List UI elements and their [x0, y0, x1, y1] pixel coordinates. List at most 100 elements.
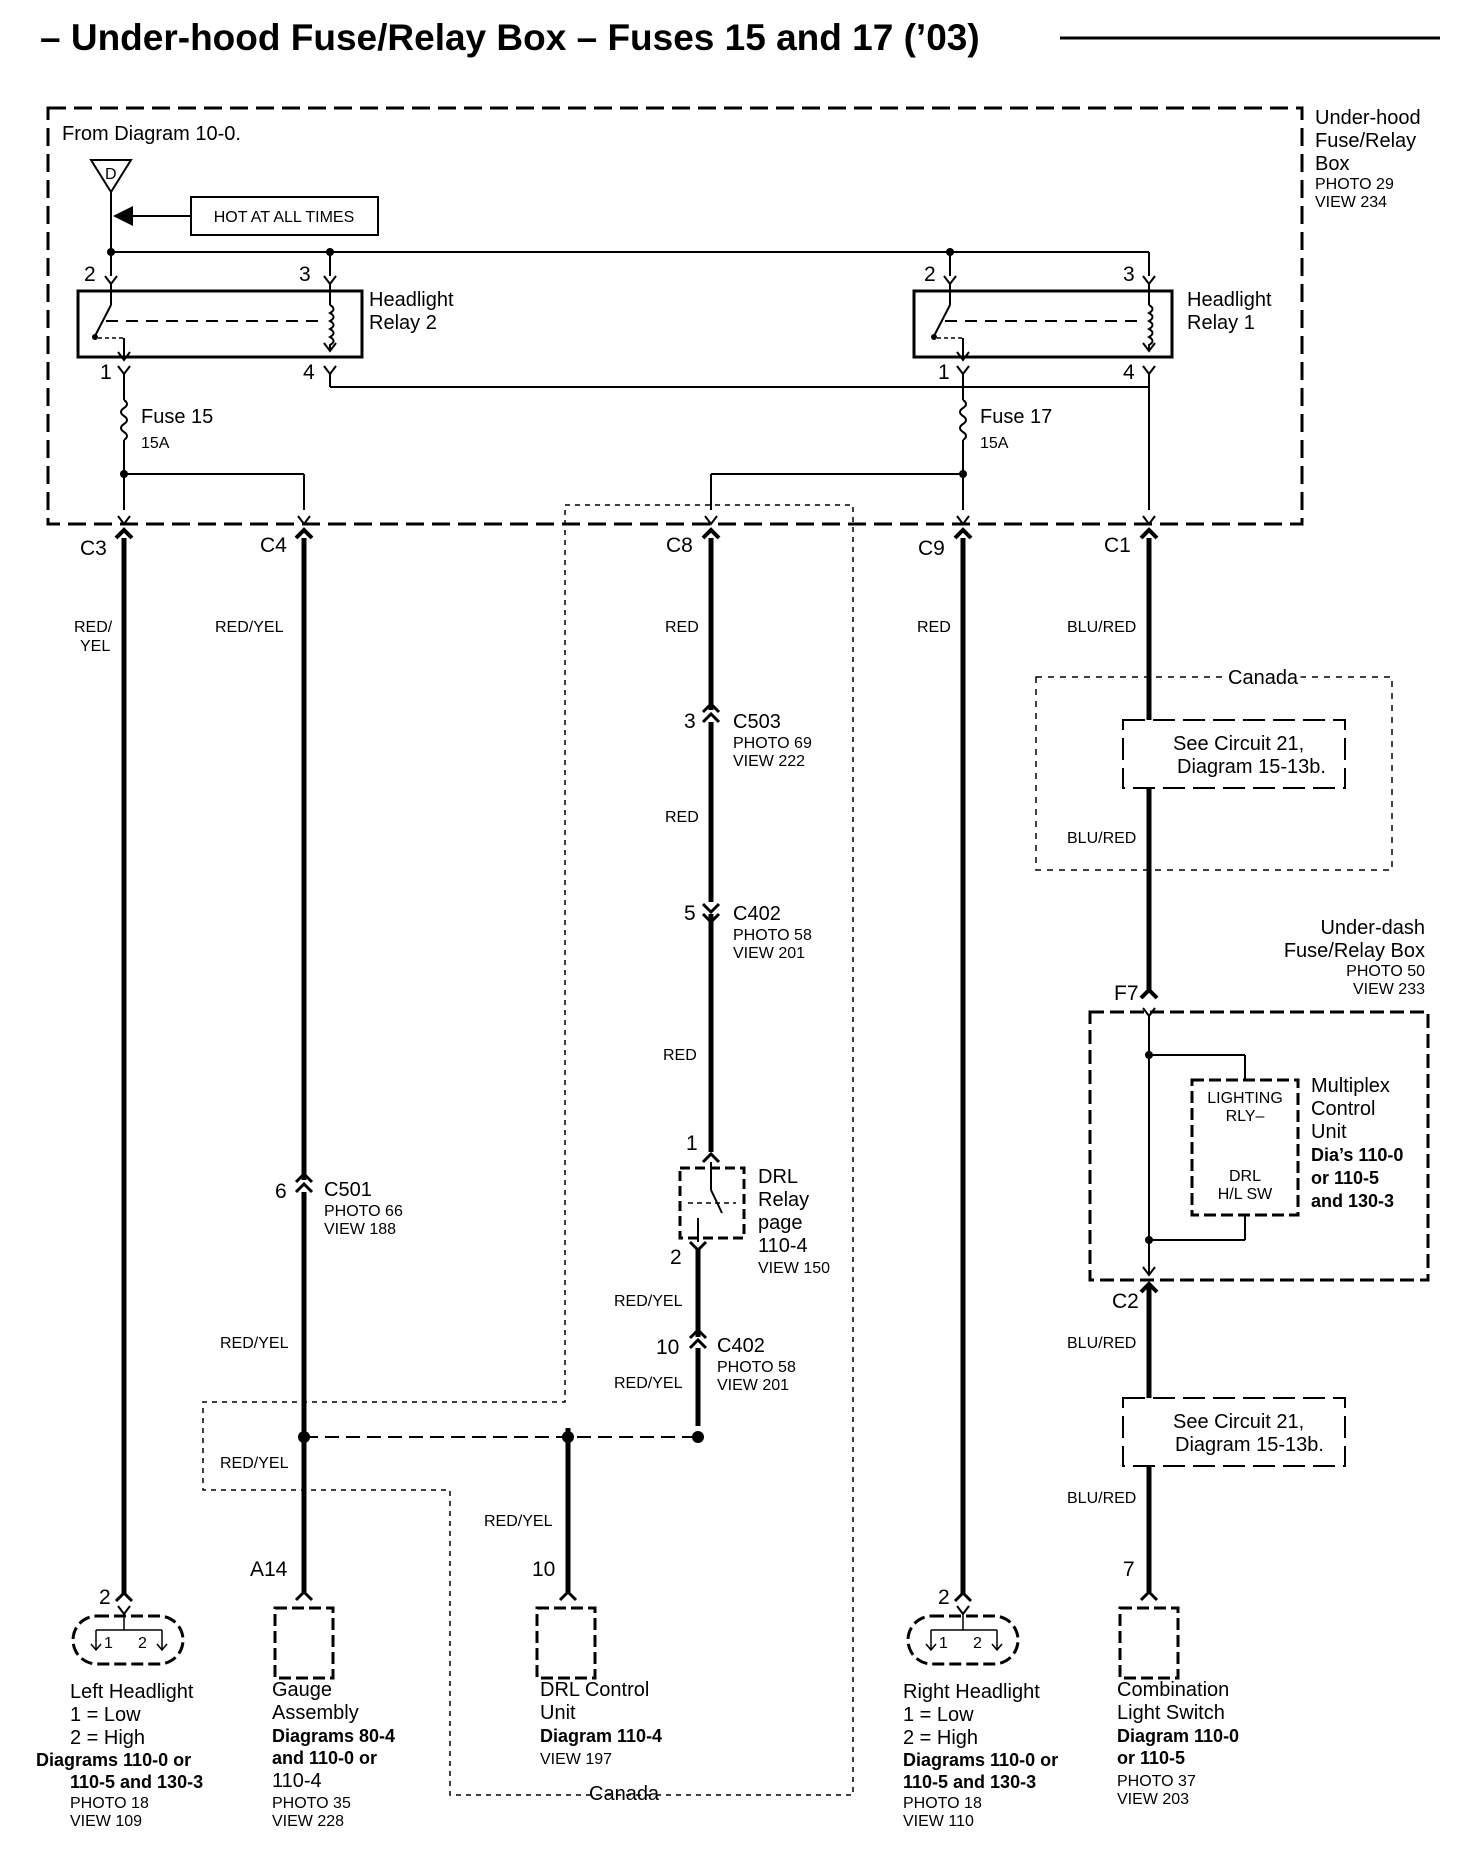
hot-at-all-times-label: HOT AT ALL TIMES: [214, 209, 355, 226]
svg-text:2 = High: 2 = High: [903, 1727, 978, 1749]
svg-text:Diagram 110-0: Diagram 110-0: [1117, 1726, 1239, 1746]
svg-text:RED/: RED/: [74, 619, 113, 636]
svg-text:VIEW 233: VIEW 233: [1353, 981, 1425, 998]
hot-at-all-times-box: [190, 196, 379, 236]
underdash-internal-wiring: [1139, 987, 1246, 1294]
svg-text:VIEW 201: VIEW 201: [733, 945, 805, 962]
canada-region-right: [1035, 676, 1393, 871]
svg-text:2: 2: [670, 1246, 682, 1269]
svg-text:110-5 and 130-3: 110-5 and 130-3: [70, 1772, 203, 1792]
svg-text:1: 1: [100, 361, 112, 384]
svg-text:Control: Control: [1311, 1098, 1375, 1120]
underdash-box-outline: [1088, 1010, 1430, 1282]
see-circuit-21-upper: See Circuit 21, Diagram 15-13b.: [1122, 719, 1346, 789]
svg-text:YEL: YEL: [80, 638, 110, 655]
svg-text:4: 4: [303, 361, 315, 384]
svg-text:or 110-5: or 110-5: [1311, 1168, 1379, 1188]
see-circuit-21-lower: See Circuit 21, Diagram 15-13b.: [1122, 1397, 1346, 1467]
svg-text:2: 2: [938, 1586, 950, 1609]
svg-text:C402: C402: [717, 1335, 765, 1357]
page-title: – Under-hood Fuse/Relay Box – Fuses 15 a…: [40, 17, 980, 58]
svg-text:4: 4: [1123, 361, 1135, 384]
svg-text:Unit: Unit: [540, 1702, 576, 1724]
svg-text:H/L SW: H/L SW: [1218, 1186, 1273, 1203]
underhood-box-outline: [46, 106, 1304, 526]
svg-text:LIGHTING: LIGHTING: [1207, 1090, 1283, 1107]
connector-c503: 3 C503 PHOTO 69 VIEW 222: [684, 710, 812, 770]
svg-text:F7: F7: [1114, 982, 1139, 1005]
svg-text:PHOTO 18: PHOTO 18: [70, 1795, 149, 1812]
canada-label-drl: Canada: [589, 1783, 660, 1805]
svg-text:RED: RED: [663, 1047, 697, 1064]
svg-text:Relay 2: Relay 2: [369, 312, 437, 334]
svg-text:7: 7: [1123, 1558, 1135, 1581]
underhood-box-label: Under-hood Fuse/Relay Box PHOTO 29 VIEW …: [1315, 107, 1421, 211]
svg-text:DRL: DRL: [758, 1166, 798, 1188]
svg-text:110-4: 110-4: [272, 1770, 322, 1792]
inline-connector-symbols: [294, 701, 721, 1350]
wire-color-labels: RED/ YEL RED/YEL RED RED BLU/RED RED RED…: [74, 619, 1136, 1530]
svg-text:5: 5: [684, 902, 696, 925]
svg-text:2: 2: [973, 1635, 982, 1652]
svg-text:or 110-5: or 110-5: [1117, 1748, 1185, 1768]
svg-text:C3: C3: [80, 537, 107, 560]
svg-text:RED: RED: [917, 619, 951, 636]
svg-text:RED/YEL: RED/YEL: [484, 1513, 553, 1530]
svg-text:Assembly: Assembly: [272, 1702, 359, 1724]
drl-control-unit: 10 DRL Control Unit Diagram 110-4 VIEW 1…: [532, 1558, 662, 1768]
svg-text:BLU/RED: BLU/RED: [1067, 1490, 1136, 1507]
drl-relay: 1 2 DRL Relay page 110-4 VIEW 150: [670, 1132, 830, 1277]
connector-c402-upper: 5 C402 PHOTO 58 VIEW 201: [684, 902, 812, 962]
svg-text:Under-hood: Under-hood: [1315, 107, 1421, 129]
svg-text:C503: C503: [733, 711, 781, 733]
svg-text:1: 1: [939, 1635, 948, 1652]
svg-text:110-5 and 130-3: 110-5 and 130-3: [903, 1772, 1036, 1792]
main-wires: [121, 538, 1152, 1595]
svg-text:Relay 1: Relay 1: [1187, 312, 1255, 334]
splice-dots: [298, 1431, 704, 1443]
svg-text:Fuse/Relay Box: Fuse/Relay Box: [1284, 940, 1425, 962]
svg-text:BLU/RED: BLU/RED: [1067, 830, 1136, 847]
svg-text:10: 10: [656, 1336, 679, 1359]
source-note: From Diagram 10-0.: [62, 123, 241, 145]
svg-text:Diagram 15-13b.: Diagram 15-13b.: [1175, 1434, 1324, 1456]
svg-text:RED/YEL: RED/YEL: [220, 1335, 289, 1352]
svg-text:PHOTO 29: PHOTO 29: [1315, 176, 1394, 193]
svg-text:3: 3: [684, 710, 696, 733]
fuse-junction-dots: [120, 470, 967, 478]
svg-text:Diagram 110-4: Diagram 110-4: [540, 1726, 662, 1746]
svg-text:Box: Box: [1315, 153, 1349, 175]
svg-text:PHOTO 18: PHOTO 18: [903, 1795, 982, 1812]
bus-junction-dots: [107, 248, 954, 256]
svg-text:1 = Low: 1 = Low: [903, 1704, 974, 1726]
svg-text:Headlight: Headlight: [369, 289, 454, 311]
svg-text:BLU/RED: BLU/RED: [1067, 619, 1136, 636]
svg-text:RED/YEL: RED/YEL: [220, 1455, 289, 1472]
svg-text:VIEW 109: VIEW 109: [70, 1813, 142, 1830]
svg-text:PHOTO 69: PHOTO 69: [733, 735, 812, 752]
source-connector-d: D: [89, 159, 133, 194]
svg-text:Gauge: Gauge: [272, 1679, 332, 1701]
svg-text:C9: C9: [918, 537, 945, 560]
svg-text:Right Headlight: Right Headlight: [903, 1681, 1040, 1703]
svg-text:RLY–: RLY–: [1226, 1108, 1265, 1125]
svg-text:Diagrams 110-0 or: Diagrams 110-0 or: [903, 1750, 1058, 1770]
svg-text:3: 3: [1123, 263, 1135, 286]
svg-text:RED: RED: [665, 619, 699, 636]
svg-text:VIEW 222: VIEW 222: [733, 753, 805, 770]
svg-text:VIEW 203: VIEW 203: [1117, 1791, 1189, 1808]
svg-text:10: 10: [532, 1558, 555, 1581]
svg-text:PHOTO 35: PHOTO 35: [272, 1795, 351, 1812]
connector-c501: 6 C501 PHOTO 66 VIEW 188: [275, 1179, 403, 1238]
svg-text:Left Headlight: Left Headlight: [70, 1681, 194, 1703]
svg-text:Unit: Unit: [1311, 1121, 1347, 1143]
svg-text:C1: C1: [1104, 534, 1131, 557]
svg-text:VIEW 228: VIEW 228: [272, 1813, 344, 1830]
svg-text:3: 3: [299, 263, 311, 286]
svg-text:Diagram 15-13b.: Diagram 15-13b.: [1177, 756, 1326, 778]
gauge-assembly: A14 Gauge Assembly Diagrams 80-4 and 110…: [250, 1558, 395, 1830]
svg-text:Under-dash: Under-dash: [1320, 917, 1425, 939]
underdash-box-label: Under-dash Fuse/Relay Box PHOTO 50 VIEW …: [1112, 917, 1425, 1313]
svg-text:Combination: Combination: [1117, 1679, 1229, 1701]
